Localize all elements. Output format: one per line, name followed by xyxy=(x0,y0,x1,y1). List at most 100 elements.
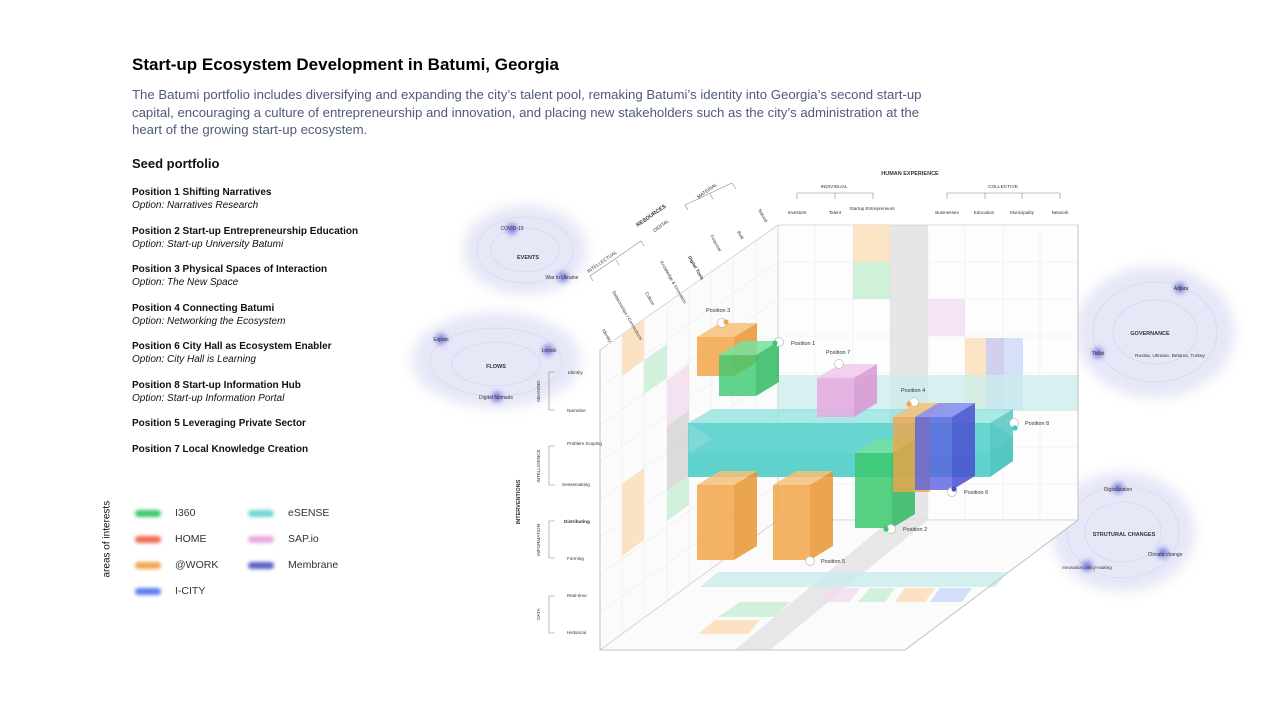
position-item: Position 1 Shifting Narratives Option: N… xyxy=(132,186,358,225)
marker-label: Position 8 xyxy=(1025,421,1049,427)
cloud-item: Innovation policy-making xyxy=(1062,565,1112,570)
resource-label: Identity xyxy=(601,328,613,344)
position-name: Position 8 Start-up Information Hub xyxy=(132,379,301,391)
interventions-axis: INTERVENTIONS MEANING INTELLIGENCE INFOR… xyxy=(516,370,602,635)
cloud-dot xyxy=(1158,548,1168,558)
marker-ring xyxy=(834,359,844,369)
resource-label: Culture xyxy=(644,291,656,306)
box-face xyxy=(697,485,734,560)
legend-item: eSENSE xyxy=(248,507,329,519)
axis-bracket xyxy=(548,595,555,634)
projection-green-left xyxy=(644,344,667,394)
cloud-dot xyxy=(436,334,446,344)
box-face xyxy=(952,403,975,490)
position-name: Position 6 City Hall as Ecosystem Enable… xyxy=(132,341,332,352)
intro-paragraph: The Batumi portfolio includes diversifyi… xyxy=(132,87,922,137)
cloud-contour xyxy=(1066,485,1180,579)
position-item: Position 8 Start-up Information Hub Opti… xyxy=(132,379,358,418)
cloud-contour xyxy=(1092,281,1218,383)
box-face xyxy=(990,409,1013,477)
axis-bracket xyxy=(548,445,555,486)
legend-label: @WORK xyxy=(175,559,219,571)
marker-position-5: Position 5 xyxy=(805,556,845,566)
position-item: Position 6 City Hall as Ecosystem Enable… xyxy=(132,340,358,379)
marker-label: Position 2 xyxy=(903,527,927,533)
intervention-row: Forming xyxy=(567,556,584,561)
cloud-dot xyxy=(1082,561,1092,571)
resource-label: Financial xyxy=(709,234,722,252)
axis-title: HUMAN EXPERIENCE xyxy=(881,171,939,177)
marker-label: Position 4 xyxy=(901,388,925,394)
position-item: Position 3 Physical Spaces of Interactio… xyxy=(132,263,358,302)
legend-swatch xyxy=(135,587,161,595)
legend-label: I-CITY xyxy=(175,585,206,597)
ecosystem-diagram: COVID-19 EVENTS War in Ukraine Expats Lo… xyxy=(411,171,1235,651)
cloud-item: Expats xyxy=(433,337,449,343)
marker-dot xyxy=(772,340,778,346)
intervention-row: Problem Scoping xyxy=(567,441,602,446)
cloud-item: Climate change xyxy=(1148,552,1183,558)
legend-label: Membrane xyxy=(288,559,339,571)
box-face xyxy=(734,471,757,560)
projection-green-floor xyxy=(718,602,790,617)
box-face xyxy=(915,417,952,490)
axis-group: COLLECTIVE xyxy=(988,184,1018,190)
legend-swatch xyxy=(248,535,274,543)
box-face xyxy=(817,364,877,378)
cloud-contour xyxy=(1084,501,1162,563)
marker-position-3: Position 3 xyxy=(706,308,730,328)
position-option: Option: Narratives Research xyxy=(132,200,259,211)
human-experience-axis: HUMAN EXPERIENCE INDIVIDUAL COLLECTIVE I… xyxy=(788,171,1069,215)
cloud-title: FLOWS xyxy=(486,364,506,370)
cloud-item: Digital Nomads xyxy=(479,395,513,401)
seed-portfolio-heading: Seed portfolio xyxy=(132,156,220,171)
cloud-item: COVID-19 xyxy=(500,226,523,232)
marker-position-8: Position 8 xyxy=(1009,418,1049,431)
cloud-contour xyxy=(1112,299,1198,365)
cloud-item: Digitalization xyxy=(1104,487,1133,493)
axis-column-label: Talent xyxy=(829,210,842,215)
cloud-item: War in Ukraine xyxy=(546,275,579,281)
legend-label: eSENSE xyxy=(288,507,330,519)
axis-bracket xyxy=(796,192,874,199)
intervention-row: Distributing xyxy=(564,519,590,524)
marker-position-7: Position 7 xyxy=(826,350,850,369)
axis-column-label: Businesses xyxy=(935,210,959,215)
cloud-dot xyxy=(1113,483,1123,493)
box-face xyxy=(915,403,975,417)
legend-item: I360 xyxy=(135,507,195,519)
events-cloud: COVID-19 EVENTS War in Ukraine xyxy=(463,205,587,295)
projection-green-left xyxy=(667,475,689,521)
page-title: Start-up Ecosystem Development in Batumi… xyxy=(132,55,559,74)
box-face xyxy=(810,471,833,560)
resource-label: Digital Tools xyxy=(687,255,705,281)
legend-swatch xyxy=(248,509,274,517)
marker-position-6: Position 6 xyxy=(947,486,988,497)
position-item: Position 7 Local Knowledge Creation xyxy=(132,443,358,469)
legend-label: SAP.io xyxy=(288,533,319,545)
axis-group: MEANING xyxy=(536,380,541,402)
cloud-dot xyxy=(492,392,502,402)
box-face xyxy=(697,471,757,485)
governance-cloud: Adjara GOVERNANCE Tbilisi Russia, Ukrain… xyxy=(1075,266,1235,398)
marker-label: Position 5 xyxy=(821,559,845,565)
cloud-item: Adjara xyxy=(1174,286,1189,292)
axis-bracket xyxy=(684,182,737,211)
marker-dot xyxy=(951,486,957,492)
axis-group: INTELLIGENCE xyxy=(536,449,541,482)
axis-group: DIGITAL xyxy=(652,218,671,234)
box-face xyxy=(817,378,854,417)
projection-orange xyxy=(853,225,890,262)
marker-dot xyxy=(723,319,729,325)
position-name: Position 1 Shifting Narratives xyxy=(132,187,272,198)
cloud-contour xyxy=(451,341,541,387)
box-face xyxy=(773,485,810,560)
cloud-title: EVENTS xyxy=(517,255,539,261)
marker-label: Position 3 xyxy=(706,308,730,314)
axis-column-label: Investors xyxy=(788,210,807,215)
axis-title: INTERVENTIONS xyxy=(516,479,522,524)
position-name: Position 5 Leveraging Private Sector xyxy=(132,418,306,429)
marker-label: Position 1 xyxy=(791,341,815,347)
axis-bracket xyxy=(548,520,555,559)
positions-list: Position 1 Shifting Narratives Option: N… xyxy=(132,186,358,468)
